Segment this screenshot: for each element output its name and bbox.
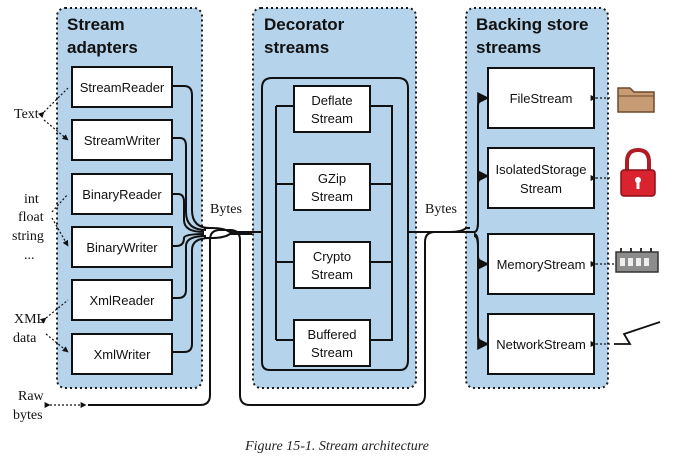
dotted-arrows xyxy=(38,87,614,408)
adapter-stream-reader: StreamReader xyxy=(80,80,165,95)
int-label: int xyxy=(24,192,39,207)
decorator-crypto-line2: Stream xyxy=(311,267,353,282)
decorator-gzip-line2: Stream xyxy=(311,189,353,204)
decorator-boxes: Deflate Stream GZip Stream Crypto Stream… xyxy=(293,85,371,367)
decorator-buffered-line1: Buffered xyxy=(308,327,357,342)
decorator-crypto-line1: Crypto xyxy=(313,249,351,264)
adapter-stream-writer: StreamWriter xyxy=(84,133,161,148)
external-inputs: Text int float string ... XML data Raw b… xyxy=(12,107,45,423)
folder-icon xyxy=(617,87,655,113)
backing-isolated-storage-line1: IsolatedStorage xyxy=(495,162,586,177)
backing-title-line2: streams xyxy=(476,38,541,57)
decorator-deflate-line1: Deflate xyxy=(311,93,352,108)
string-label: string xyxy=(12,229,44,244)
decorators-title-line2: streams xyxy=(264,38,329,57)
float-label: float xyxy=(18,210,44,225)
text-label: Text xyxy=(14,107,39,122)
backing-store-boxes: FileStream IsolatedStorage Stream Memory… xyxy=(487,67,595,375)
decorators-title-line1: Decorator xyxy=(264,15,345,34)
adapter-binary-writer: BinaryWriter xyxy=(86,240,158,255)
decorator-gzip-line1: GZip xyxy=(318,171,346,186)
decorator-buffered-line2: Stream xyxy=(311,345,353,360)
network-lightning-icon xyxy=(614,321,661,345)
decorator-deflate-line2: Stream xyxy=(311,111,353,126)
adapters-title-line2: adapters xyxy=(67,38,138,57)
bytes-label-right: Bytes xyxy=(425,202,457,217)
backing-isolated-storage-line2: Stream xyxy=(520,181,562,196)
adapters-title-line1: Stream xyxy=(67,15,125,34)
figure-caption: Figure 15-1. Stream architecture xyxy=(244,439,429,454)
backing-file-stream: FileStream xyxy=(510,91,573,106)
raw-label-line1: Raw xyxy=(18,389,45,404)
ellipsis-label: ... xyxy=(24,248,35,263)
backing-network-stream: NetworkStream xyxy=(496,337,586,352)
padlock-icon xyxy=(620,147,656,197)
backing-title-line1: Backing store xyxy=(476,15,588,34)
backing-memory-stream: MemoryStream xyxy=(497,257,586,272)
bytes-label-left: Bytes xyxy=(210,202,242,217)
connection-wires xyxy=(88,77,490,406)
memory-chip-icon xyxy=(615,248,659,273)
xml-label-line1: XML xyxy=(14,312,45,327)
adapter-binary-reader: BinaryReader xyxy=(82,187,162,202)
adapter-xml-writer: XmlWriter xyxy=(94,347,151,362)
xml-label-line2: data xyxy=(13,331,37,346)
adapter-boxes: StreamReader StreamWriter BinaryReader B… xyxy=(71,66,173,375)
raw-label-line2: bytes xyxy=(13,408,43,423)
adapter-xml-reader: XmlReader xyxy=(89,293,155,308)
